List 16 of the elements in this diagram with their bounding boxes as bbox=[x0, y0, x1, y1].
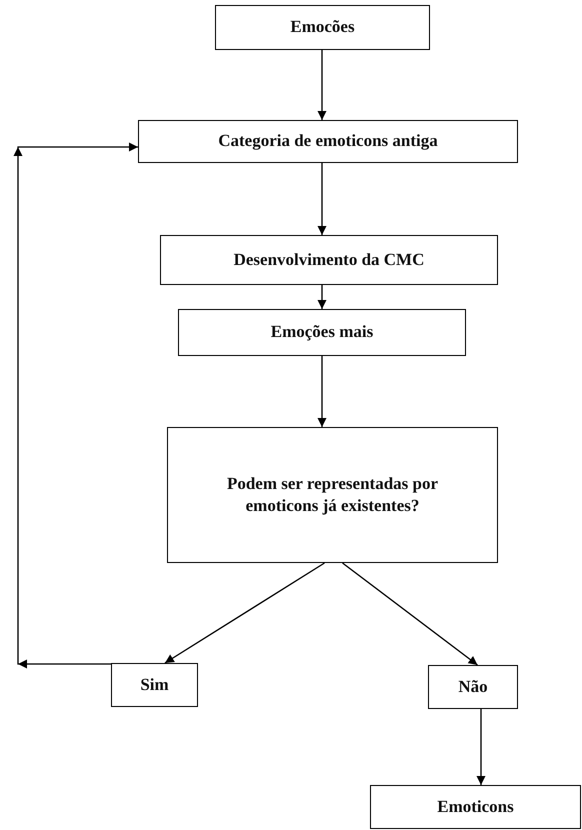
process-box bbox=[428, 665, 518, 709]
node-label: Não bbox=[458, 676, 488, 698]
decision-box bbox=[167, 427, 498, 563]
process-box bbox=[138, 120, 518, 163]
process-box bbox=[111, 663, 198, 707]
node-label: Desenvolvimento da CMC bbox=[234, 248, 424, 271]
process-box bbox=[215, 5, 430, 50]
node-label: Podem ser representadas por emoticons já existentes? bbox=[226, 472, 440, 517]
node-label: Emoticons bbox=[437, 796, 514, 818]
node-label: Sim bbox=[140, 674, 169, 696]
node-label: Categoria de emoticons antiga bbox=[218, 130, 438, 152]
process-box bbox=[178, 309, 466, 356]
process-box bbox=[370, 785, 581, 829]
node-label: Emocões bbox=[290, 16, 355, 38]
node-label: Emoções mais bbox=[270, 321, 374, 344]
process-box bbox=[160, 235, 498, 285]
